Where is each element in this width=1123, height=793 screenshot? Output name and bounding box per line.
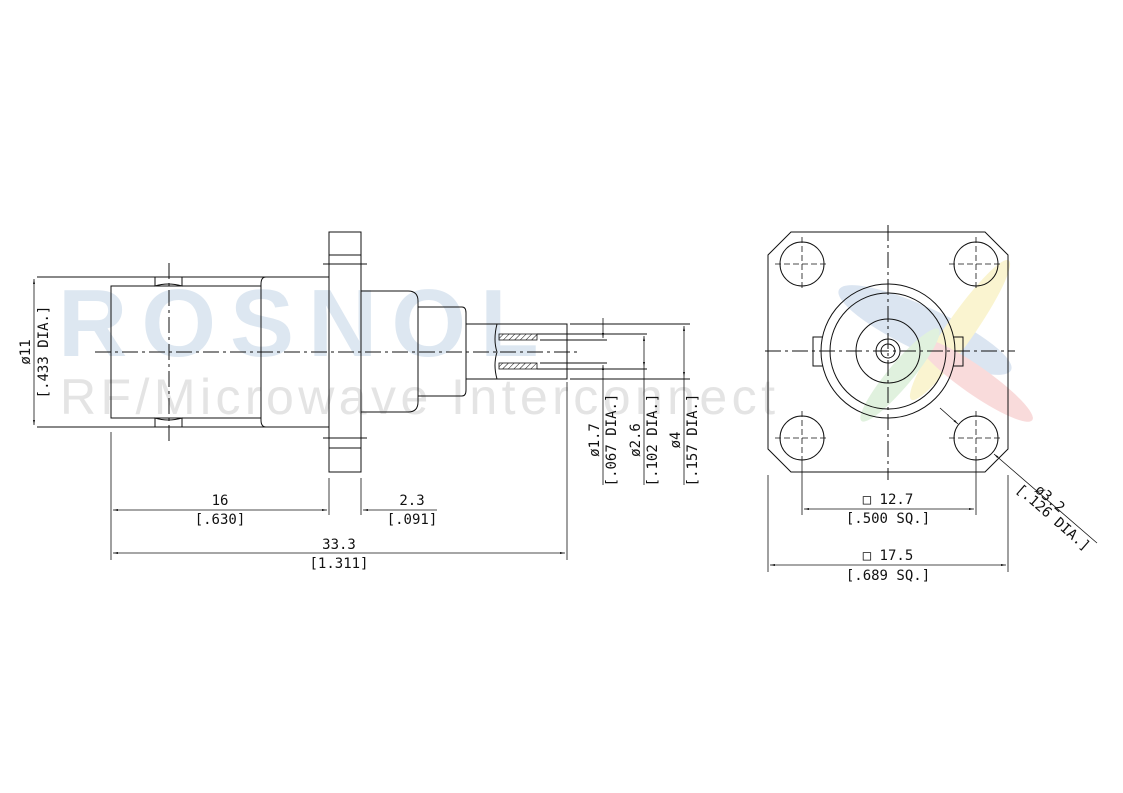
dim-flange-size-value: □ 17.5 — [863, 548, 914, 564]
dielectric-hatch — [498, 362, 538, 370]
flange — [328, 231, 362, 473]
dim-dielectric-value: ø2.6 — [628, 423, 644, 457]
dim-length-inch: [.630] — [195, 512, 246, 528]
dim-overall-value: 33.3 — [322, 537, 356, 553]
dim-tail-inch: [.157 DIA.] — [685, 394, 701, 487]
dim-tail-value: ø4 — [668, 432, 684, 449]
dim-hole-spacing-inch: [.500 SQ.] — [846, 511, 930, 527]
rear-body — [361, 290, 419, 413]
dim-pin-value: ø1.7 — [587, 423, 603, 457]
square-flange — [767, 231, 1009, 473]
dim-length-value: 16 — [212, 493, 229, 509]
dim-hole-spacing-value: □ 12.7 — [863, 492, 914, 508]
dim-hole-dia — [939, 407, 959, 425]
tail-sleeve — [466, 323, 568, 380]
inner-shell — [829, 292, 947, 410]
bayonet-studs — [154, 276, 183, 428]
watermark-logo-icon — [838, 259, 1033, 422]
dim-flange-inch: [.091] — [387, 512, 438, 528]
dim-body-dia-inch: [.433 DIA.] — [36, 306, 52, 399]
bayonet-tabs — [812, 336, 964, 367]
dim-overall-inch: [1.311] — [309, 556, 368, 572]
dim-flange-size-inch: [.689 SQ.] — [846, 568, 930, 584]
dim-pin-inch: [.067 DIA.] — [604, 394, 620, 487]
side-view: ø11 [.433 DIA.] 16 [.630] 2.3 [.091] 33.… — [18, 231, 701, 572]
rear-nut — [418, 306, 467, 397]
dielectric — [855, 318, 921, 384]
dim-dielectric-inch: [.102 DIA.] — [645, 394, 661, 487]
dielectric-hatch — [498, 333, 538, 341]
watermark-brand: ROSNOL — [58, 270, 553, 377]
dim-body-dia-value: ø11 — [18, 339, 34, 364]
mounting-holes — [775, 237, 1003, 465]
hole-centerlines — [775, 237, 1003, 465]
contact-outer — [875, 338, 901, 364]
dim-hole-dia-leader — [993, 453, 1098, 544]
watermark: ROSNOL RF/Microwave Interconnect — [58, 259, 1033, 425]
outer-shell — [820, 283, 956, 419]
front-view: □ 12.7 [.500 SQ.] □ 17.5 [.689 SQ.] ø3.2… — [765, 225, 1098, 584]
dim-flange-value: 2.3 — [399, 493, 424, 509]
break-line — [494, 323, 498, 380]
contact-inner — [880, 343, 896, 359]
